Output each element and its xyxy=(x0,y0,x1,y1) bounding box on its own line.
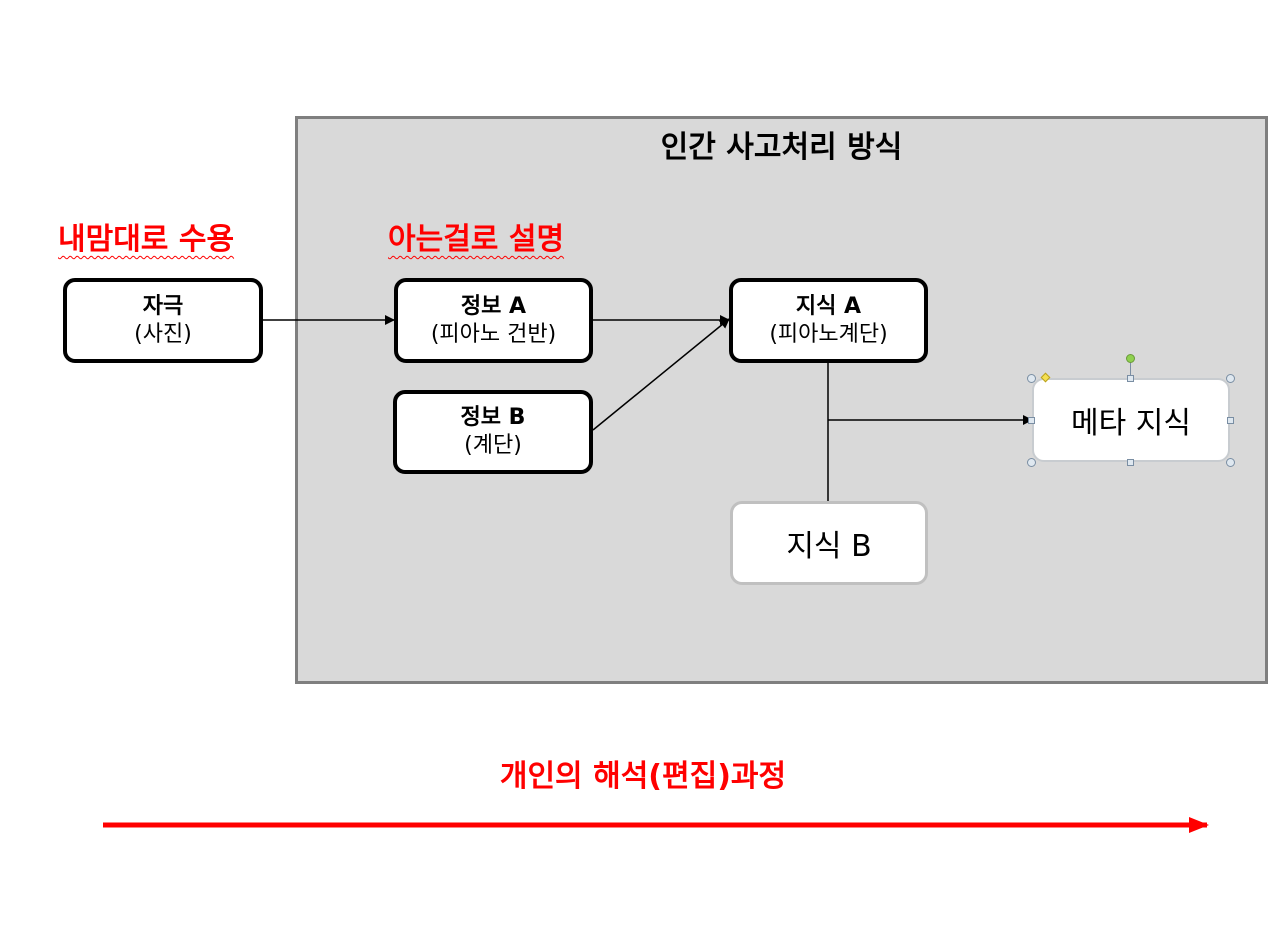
resize-handle-se[interactable] xyxy=(1226,458,1235,467)
resize-handle-ne[interactable] xyxy=(1226,374,1235,383)
explain-label-text: 아는걸로 설명 xyxy=(388,222,565,257)
resize-handle-s[interactable] xyxy=(1127,459,1134,466)
node-subtitle: (피아노 건반) xyxy=(430,321,557,347)
node-title: 지식 B xyxy=(786,529,872,564)
panel-title: 인간 사고처리 방식 xyxy=(660,130,903,165)
meta-knowledge-node[interactable]: 메타 지식 xyxy=(1032,378,1230,462)
arrow-info-b-to-knowledge-a xyxy=(592,318,730,431)
resize-handle-w[interactable] xyxy=(1028,417,1035,424)
node-subtitle: (계단) xyxy=(464,433,522,458)
process-label: 개인의 해석(편집)과정 xyxy=(499,759,787,794)
resize-handle-n[interactable] xyxy=(1127,375,1134,382)
knowledge-b-node[interactable]: 지식 B xyxy=(730,501,928,585)
info-a-node[interactable]: 정보 A (피아노 건반) xyxy=(394,278,593,363)
node-title: 지식 A xyxy=(795,293,862,319)
accept-label-text: 내맘대로 수용 xyxy=(58,222,235,257)
rotate-stem xyxy=(1130,361,1131,377)
node-title: 정보 A xyxy=(460,293,527,319)
node-title: 메타 지식 xyxy=(1071,406,1191,441)
knowledge-a-node[interactable]: 지식 A (피아노계단) xyxy=(729,278,928,363)
node-title: 자극 xyxy=(142,293,184,319)
rotate-handle[interactable] xyxy=(1126,354,1135,363)
resize-handle-nw[interactable] xyxy=(1027,374,1036,383)
explain-label: 아는걸로 설명 xyxy=(388,214,564,258)
resize-handle-sw[interactable] xyxy=(1027,458,1036,467)
node-subtitle: (사진) xyxy=(134,321,192,347)
node-subtitle: (피아노계단) xyxy=(769,321,888,347)
stimulus-node[interactable]: 자극 (사진) xyxy=(63,278,263,363)
accept-label: 내맘대로 수용 xyxy=(58,214,234,258)
resize-handle-e[interactable] xyxy=(1227,417,1234,424)
node-title: 정보 B xyxy=(460,405,526,430)
info-b-node[interactable]: 정보 B (계단) xyxy=(393,390,593,474)
